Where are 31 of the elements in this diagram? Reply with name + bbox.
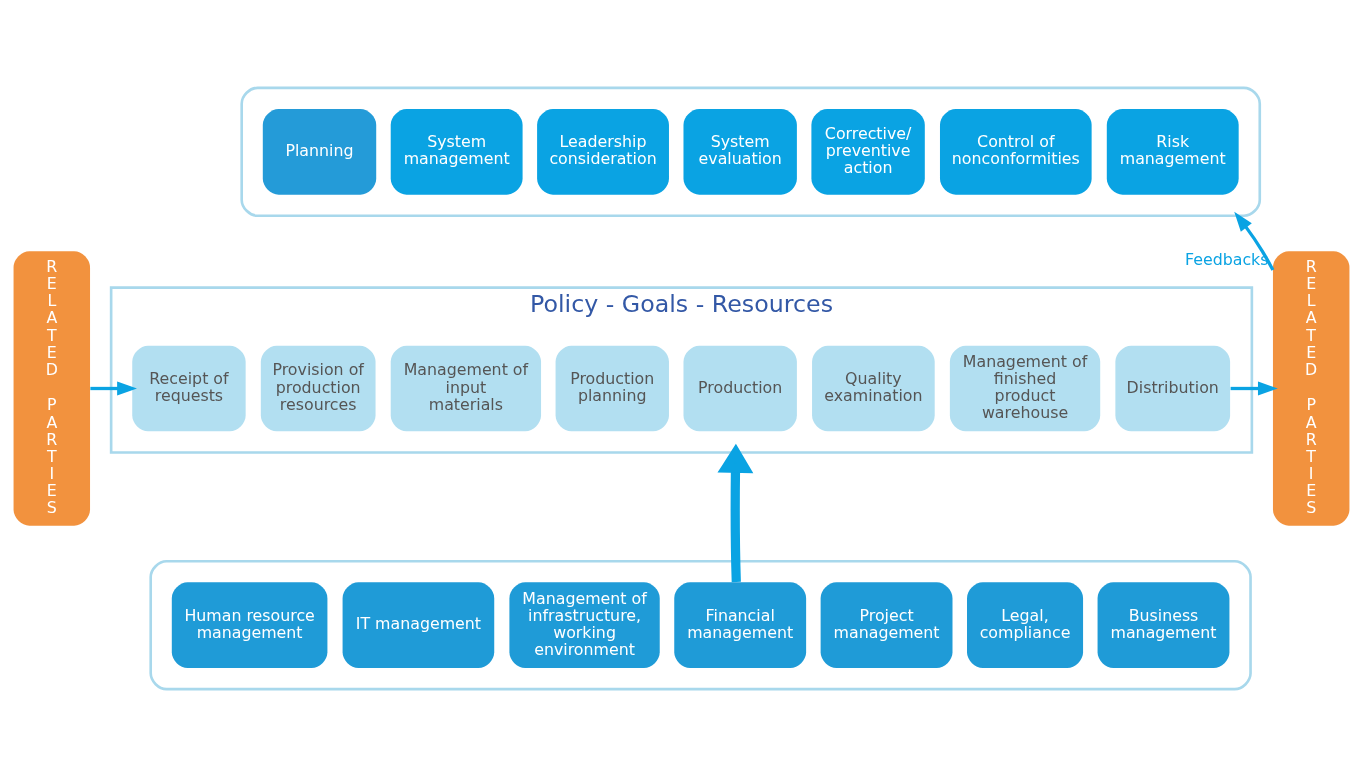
node-box: Human resource management <box>171 582 328 669</box>
node-box: Receipt of requests <box>132 345 246 432</box>
node-box: Management of finished product warehouse <box>949 345 1101 432</box>
arrow <box>1230 381 1278 396</box>
edge-label: Feedbacks <box>1184 249 1269 269</box>
node-box: IT management <box>342 582 495 669</box>
node-box: Legal, compliance <box>967 582 1084 669</box>
node-box: RELATED PARTIES <box>13 251 91 526</box>
arrow <box>717 443 754 583</box>
node-box: Business management <box>1097 582 1230 669</box>
node-box: Risk management <box>1106 108 1239 195</box>
arrow <box>90 381 137 396</box>
node-box: Distribution <box>1115 345 1231 432</box>
node-box: Quality examination <box>812 345 935 432</box>
node-box: Financial management <box>674 582 807 669</box>
node-box: Planning <box>262 108 377 195</box>
node-box: Management of infrastructure, working environment <box>509 582 660 669</box>
node-box: Management of input materials <box>390 345 542 432</box>
node-box: Leadership consideration <box>537 108 669 195</box>
node-box: System management <box>390 108 523 195</box>
node-box: Project management <box>820 582 953 669</box>
node-box: Corrective/ preventive action <box>811 108 925 195</box>
cluster <box>240 86 1262 218</box>
node-box: RELATED PARTIES <box>1272 251 1350 526</box>
node-box: Provision of production resources <box>260 345 376 432</box>
node-box: Control of nonconformities <box>939 108 1092 195</box>
node-box: System evaluation <box>683 108 797 195</box>
cluster <box>149 559 1252 691</box>
node-box: Production planning <box>555 345 669 432</box>
arrow <box>1234 211 1275 271</box>
node-box: Production <box>683 345 797 432</box>
